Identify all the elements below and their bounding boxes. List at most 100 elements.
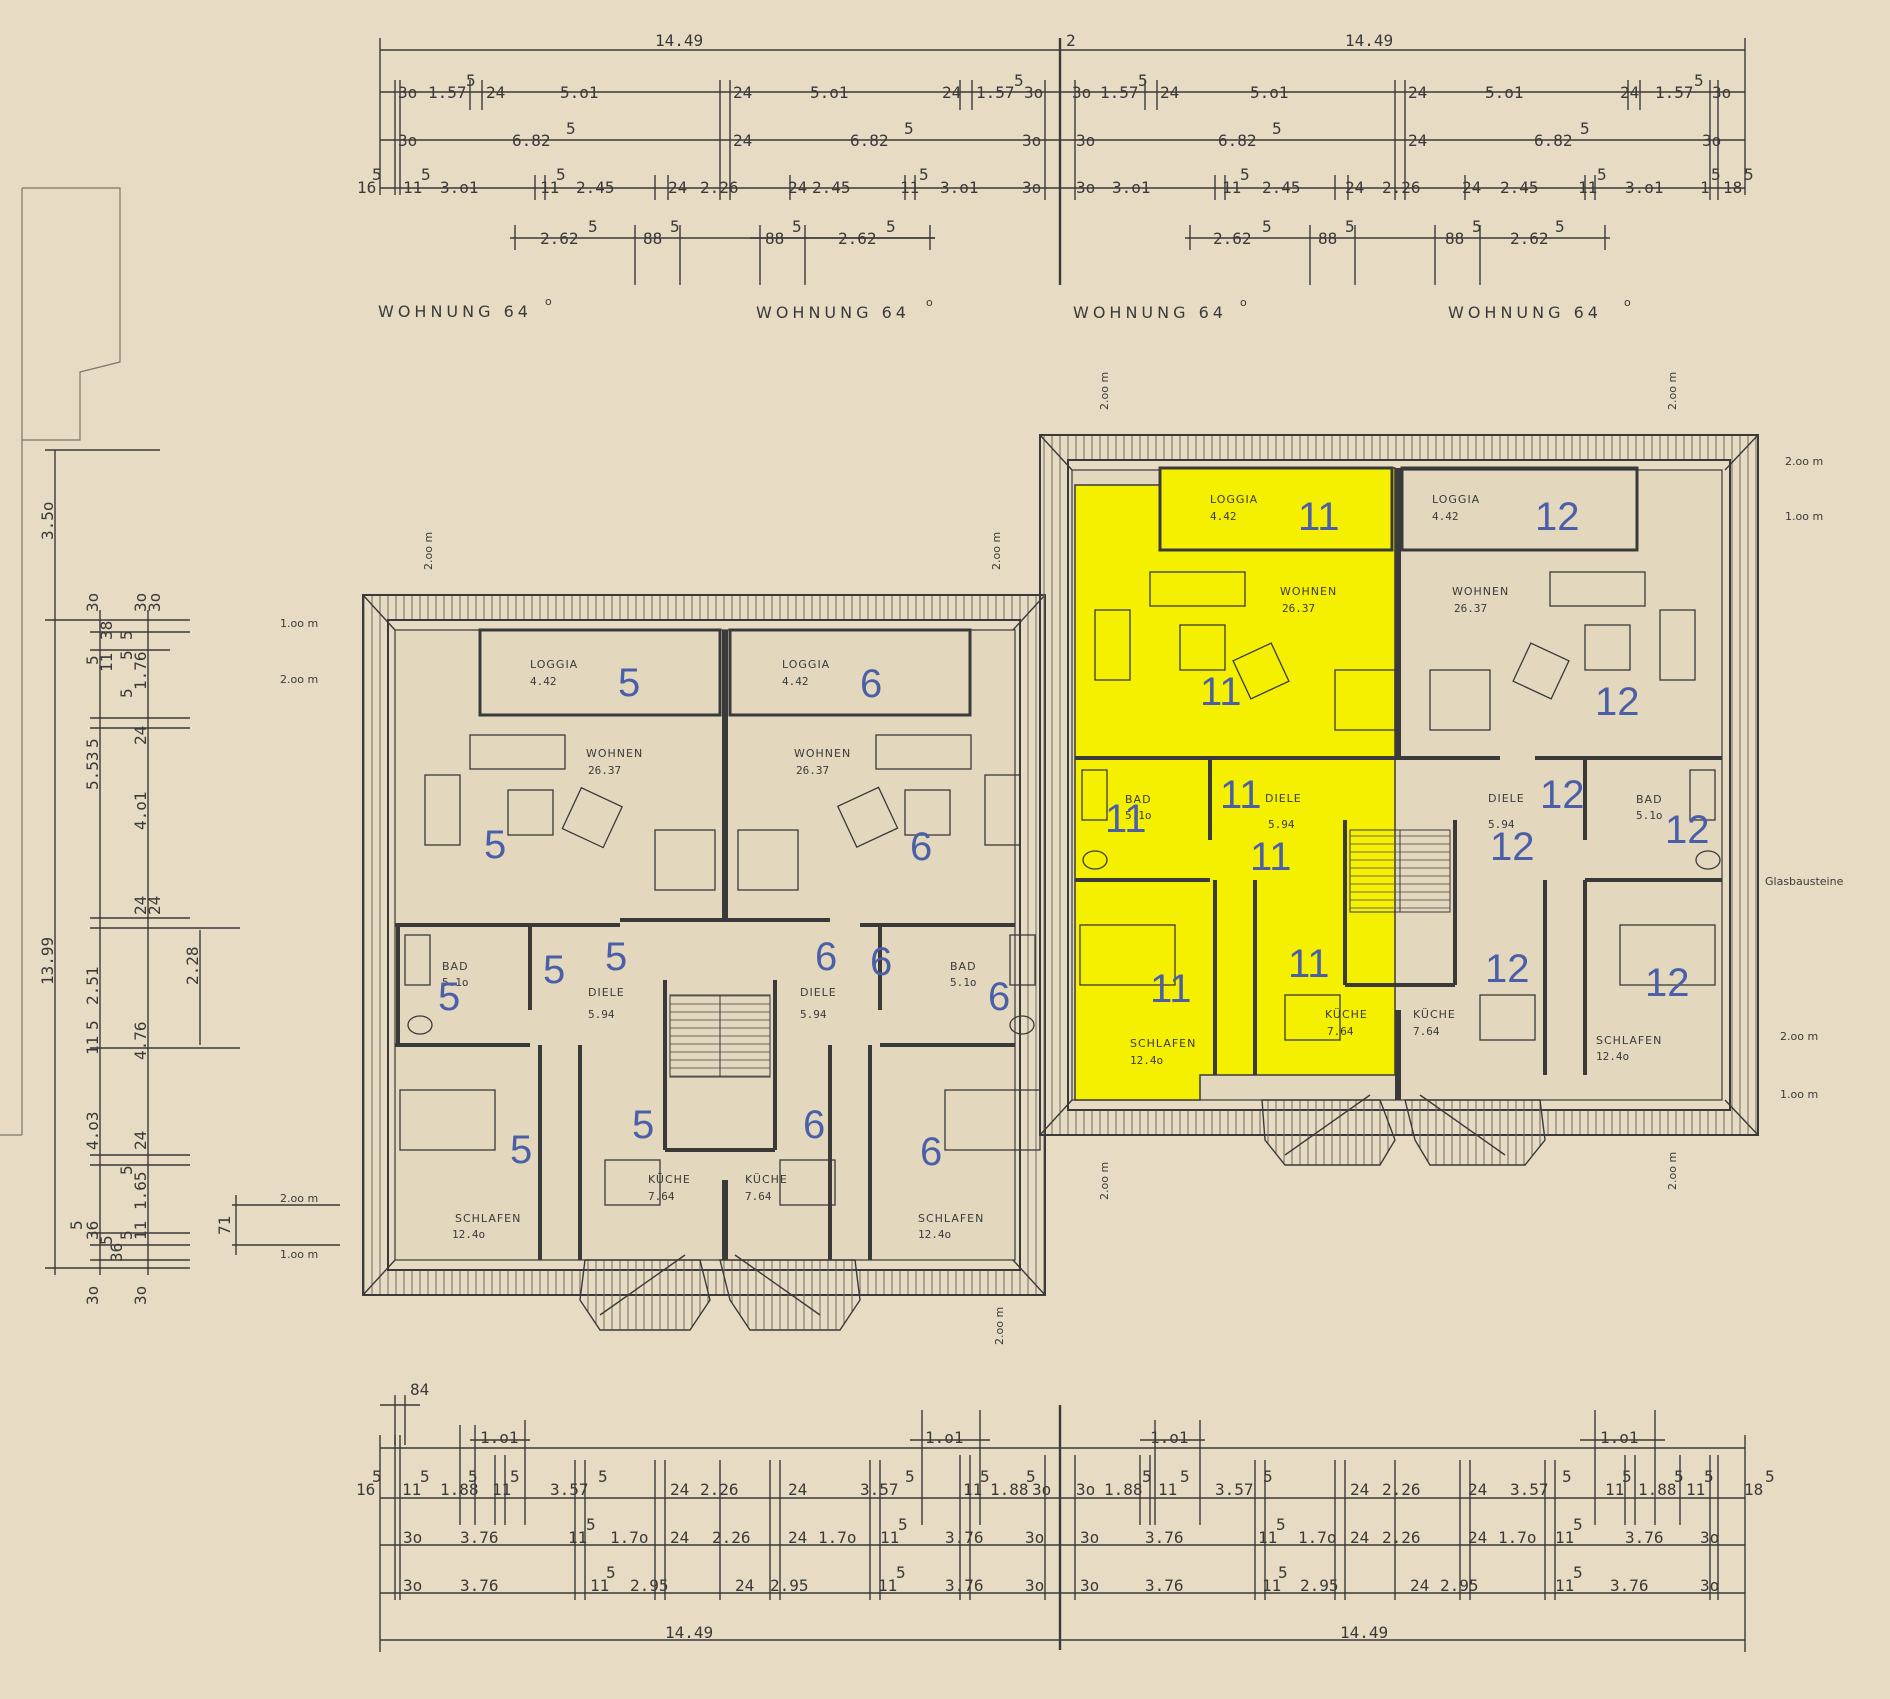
dim-text: 3o xyxy=(1700,1576,1719,1595)
dim-text: 5 xyxy=(97,1235,116,1245)
dim-text: 11 xyxy=(880,1528,899,1547)
dim-text: 5 xyxy=(1597,165,1607,184)
room-label: LOGGIA xyxy=(1432,493,1480,506)
unit-number-6: 6 xyxy=(910,825,932,869)
dim-text: 24 xyxy=(788,1480,807,1499)
dim-text: 3o xyxy=(1025,1576,1044,1595)
unit-number-12: 12 xyxy=(1540,773,1585,817)
room-label: KÜCHE xyxy=(1413,1008,1456,1021)
dim-text: 11 xyxy=(402,1480,421,1499)
dim-text: 5.o1 xyxy=(1250,83,1289,102)
room-area: 26.37 xyxy=(588,764,621,777)
dim-text: 3o xyxy=(131,1286,150,1305)
dim-text: 3o xyxy=(1024,83,1043,102)
dim-text: 24 xyxy=(788,178,807,197)
dim-text: 2.62 xyxy=(540,229,579,248)
unit-label-2: WOHNUNG 64 xyxy=(756,303,910,322)
dim-text: 5 xyxy=(1272,119,1282,138)
highlight-unit-11 xyxy=(1074,467,1396,1101)
dim-text: 24 xyxy=(1345,178,1364,197)
room-label: DIELE xyxy=(1488,792,1525,805)
room-label: BAD xyxy=(1636,793,1663,806)
dim-text: 5 xyxy=(468,1467,478,1486)
dim-text: 1.76 xyxy=(131,651,150,690)
room-area: 26.37 xyxy=(796,764,829,777)
room-label: DIELE xyxy=(800,986,837,999)
dim-text: 11 xyxy=(878,1576,897,1595)
dim-text: 3o xyxy=(403,1528,422,1547)
dim-text: 3o xyxy=(1076,1480,1095,1499)
room-label: BAD xyxy=(1125,793,1152,806)
dim-text: 84 xyxy=(410,1380,429,1399)
room-area: 26.37 xyxy=(1282,602,1315,615)
dim-text: 2.51 xyxy=(83,966,102,1005)
room-label: DIELE xyxy=(1265,792,1302,805)
dim-text: 3o xyxy=(1702,131,1721,150)
dim-text: 3o xyxy=(1080,1576,1099,1595)
dim-text: 2.95 xyxy=(1440,1576,1479,1595)
room-label: LOGGIA xyxy=(530,658,578,671)
unit-number-12: 12 xyxy=(1535,495,1580,539)
dim-text: 2.26 xyxy=(700,178,739,197)
dim-text: 3.o1 xyxy=(1625,178,1664,197)
dim-text: 5.o1 xyxy=(1485,83,1524,102)
dim-text: 11 xyxy=(1686,1480,1705,1499)
dim-text: 1 xyxy=(1700,178,1710,197)
dim-text: 88 xyxy=(1445,229,1464,248)
room-area: 7.64 xyxy=(1413,1025,1440,1038)
dim-text: 11 xyxy=(492,1480,511,1499)
dim-text: 2.95 xyxy=(1300,1576,1339,1595)
room-area: 7.64 xyxy=(745,1190,772,1203)
loggia-6 xyxy=(728,628,972,717)
dim-text: 1.o1 xyxy=(480,1428,519,1447)
side-note: 2.oo m xyxy=(1785,455,1823,468)
unit-number-6: 6 xyxy=(803,1103,825,1147)
dim-text: 24 xyxy=(733,131,752,150)
dim-text: 5 xyxy=(1580,119,1590,138)
dim-text: 3o xyxy=(1076,178,1095,197)
dim-text: 3o xyxy=(83,593,102,612)
room-area: 4.42 xyxy=(1432,510,1459,523)
dim-text: 1.o1 xyxy=(1600,1428,1639,1447)
dim-text: 24 xyxy=(1410,1576,1429,1595)
loggia-11 xyxy=(1158,466,1394,552)
dim-text: 1.65 xyxy=(131,1171,150,1210)
dim-text: 24 xyxy=(733,83,752,102)
room-label: WOHNEN xyxy=(794,747,851,760)
dim-text: 3.76 xyxy=(1145,1576,1184,1595)
dim-text: 3o xyxy=(145,593,164,612)
side-notes: 1.oo m 2.oo m 2.oo m 1.oo m 1.oo m 2.oo … xyxy=(280,372,1844,1345)
dim-text: 88 xyxy=(643,229,662,248)
dim-text: 3.76 xyxy=(460,1528,499,1547)
left-dimension-block xyxy=(45,449,340,1275)
dim-text: 24 xyxy=(670,1480,689,1499)
dim-text: 5 xyxy=(1276,1515,1286,1534)
dim-text: 2.62 xyxy=(1213,229,1252,248)
unit-number-12: 12 xyxy=(1595,680,1640,724)
dim-text: 11 xyxy=(403,178,422,197)
dim-text: 5 xyxy=(1765,1467,1775,1486)
dim-text: 6.82 xyxy=(1534,131,1573,150)
bottom-dimension-texts: 84 1.o1 1.o1 1.o1 1.o1 16 5 11 5 1.88 5 … xyxy=(356,1380,1775,1642)
dim-text: 3.o1 xyxy=(440,178,479,197)
dim-text: 3.76 xyxy=(1610,1576,1649,1595)
dim-text: 3.76 xyxy=(1145,1528,1184,1547)
dim-text: 1.57 xyxy=(976,83,1015,102)
dim-text: 5 xyxy=(898,1515,908,1534)
room-label: BAD xyxy=(950,960,977,973)
dim-text: 5 xyxy=(606,1563,616,1582)
dim-text: 24 xyxy=(1408,131,1427,150)
dim-text: 3o xyxy=(1072,83,1091,102)
dim-text: 13.99 xyxy=(38,937,57,985)
dim-text: 24 xyxy=(1350,1528,1369,1547)
side-note: 1.oo m xyxy=(280,617,318,630)
dim-text: 11 xyxy=(1158,1480,1177,1499)
unit-number-6: 6 xyxy=(815,935,837,979)
room-label: KÜCHE xyxy=(648,1173,691,1186)
dim-text: 1.57 xyxy=(1655,83,1694,102)
dim-text: 3.o1 xyxy=(1112,178,1151,197)
top-dimension-texts: 14.49 2 14.49 3o 1.57 5 24 5.o1 24 5.o1 … xyxy=(357,31,1754,322)
dim-text: 1.7o xyxy=(1498,1528,1537,1547)
dim-text: 5 xyxy=(566,119,576,138)
dim-text: 5 xyxy=(1555,217,1565,236)
